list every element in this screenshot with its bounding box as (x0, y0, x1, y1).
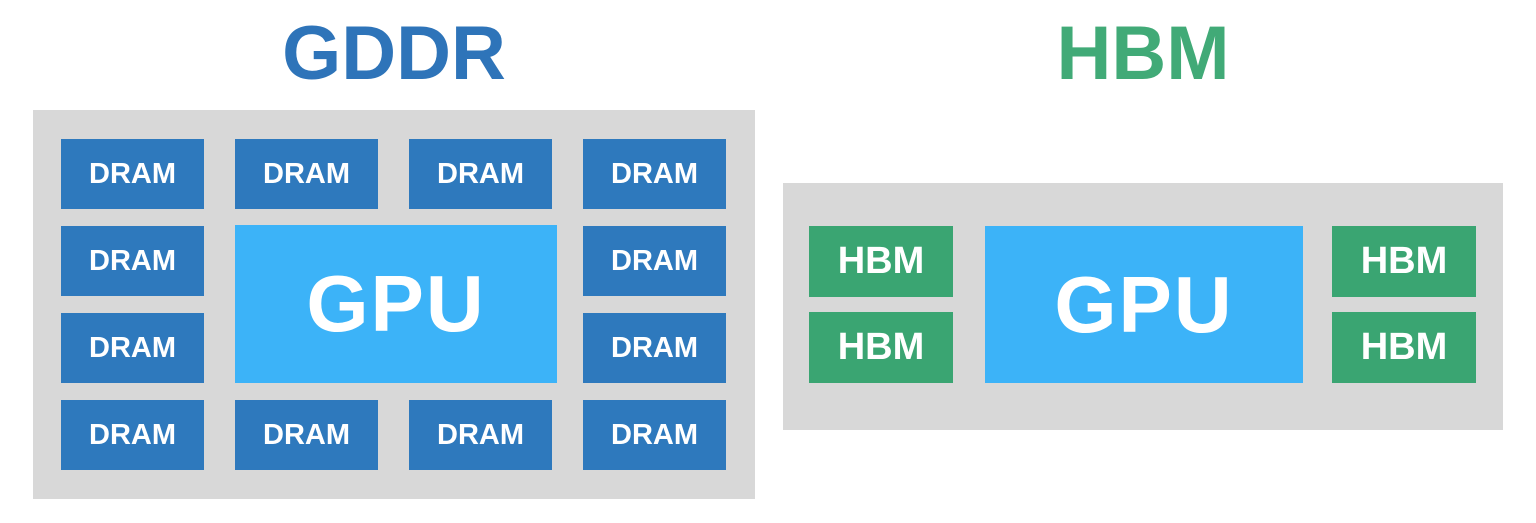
dram-chip: DRAM (409, 139, 552, 209)
gddr-title: GDDR (282, 11, 506, 96)
gpu-chip: GPU (985, 226, 1303, 383)
hbm-stack: HBM (1332, 312, 1476, 383)
dram-chip: DRAM (583, 226, 726, 296)
hbm-stack: HBM (1332, 226, 1476, 297)
dram-chip: DRAM (583, 139, 726, 209)
hbm-title: HBM (1056, 11, 1230, 96)
hbm-stack: HBM (809, 312, 953, 383)
dram-chip: DRAM (61, 313, 204, 383)
gddr-package-board: DRAM DRAM DRAM DRAM DRAM DRAM DRAM DRAM … (33, 110, 755, 499)
dram-chip: DRAM (61, 400, 204, 470)
hbm-package-board: HBM HBM HBM HBM GPU (783, 183, 1503, 430)
gpu-chip: GPU (235, 225, 557, 383)
dram-chip: DRAM (583, 313, 726, 383)
dram-chip: DRAM (583, 400, 726, 470)
dram-chip: DRAM (409, 400, 552, 470)
dram-chip: DRAM (235, 400, 378, 470)
hbm-stack: HBM (809, 226, 953, 297)
dram-chip: DRAM (235, 139, 378, 209)
dram-chip: DRAM (61, 139, 204, 209)
dram-chip: DRAM (61, 226, 204, 296)
